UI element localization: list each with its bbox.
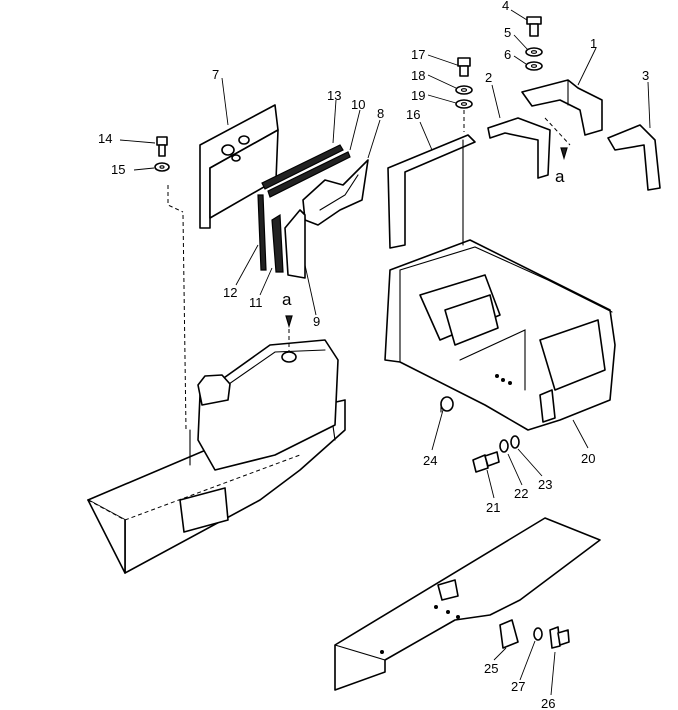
washer-part-6 — [525, 61, 543, 71]
callout-1: 1 — [590, 36, 597, 51]
bracket-part-25 — [499, 619, 519, 649]
washer-part-19 — [455, 99, 473, 109]
callout-27: 27 — [511, 679, 525, 694]
left-dash-lines — [167, 185, 290, 431]
callout-5: 5 — [504, 25, 511, 40]
callout-17: 17 — [411, 47, 425, 62]
washer-part-5 — [525, 47, 543, 57]
pin-a-left — [285, 315, 293, 329]
bracket-part-7 — [199, 104, 279, 229]
strip-part-10 — [267, 151, 351, 198]
bracket-part-8 — [302, 159, 369, 226]
bottom-frame — [334, 517, 601, 691]
callout-18: 18 — [411, 68, 425, 83]
callout-23: 23 — [538, 477, 552, 492]
callout-16: 16 — [406, 107, 420, 122]
callout-2: 2 — [485, 70, 492, 85]
callout-4: 4 — [502, 0, 509, 13]
callout-12: 12 — [223, 285, 237, 300]
bracket-part-1 — [521, 79, 603, 136]
washer-part-22 — [499, 439, 509, 453]
reference-letter-a-right: a — [555, 167, 565, 186]
bolt-part-26 — [549, 626, 570, 649]
callout-20: 20 — [581, 451, 595, 466]
callout-10: 10 — [351, 97, 365, 112]
bolt-part-21 — [472, 451, 500, 473]
fuel-tank — [197, 339, 339, 471]
callout-labels: 1 2 3 4 5 6 7 8 9 10 11 12 13 14 15 16 1… — [98, 0, 649, 710]
bracket-part-2 — [487, 117, 551, 179]
callout-21: 21 — [486, 500, 500, 515]
callout-8: 8 — [377, 106, 384, 121]
plate-part-16 — [387, 134, 476, 249]
callout-15: 15 — [111, 162, 125, 177]
washer-part-18 — [455, 85, 473, 95]
washer-part-15 — [154, 162, 170, 172]
strip-part-13 — [261, 144, 344, 190]
bolt-part-17 — [457, 57, 471, 77]
plate-part-9 — [284, 209, 306, 279]
leader-lines — [119, 9, 651, 696]
reference-letter-a-left: a — [282, 290, 292, 309]
pin-a-right — [544, 117, 571, 161]
callout-26: 26 — [541, 696, 555, 710]
cab-frame — [384, 239, 616, 431]
callout-22: 22 — [514, 486, 528, 501]
callout-7: 7 — [212, 67, 219, 82]
callout-14: 14 — [98, 131, 112, 146]
rail-part-11 — [271, 213, 284, 273]
callout-25: 25 — [484, 661, 498, 676]
callout-13: 13 — [327, 88, 341, 103]
callout-24: 24 — [423, 453, 437, 468]
washer-part-23 — [510, 435, 520, 449]
washer-part-27 — [533, 627, 543, 641]
bolt-part-4 — [526, 16, 542, 37]
callout-6: 6 — [504, 47, 511, 62]
callout-3: 3 — [642, 68, 649, 83]
rail-part-12 — [257, 194, 267, 271]
bolt-part-14 — [156, 136, 168, 157]
bracket-part-3 — [607, 124, 661, 191]
callout-9: 9 — [313, 314, 320, 329]
callout-11: 11 — [249, 295, 263, 310]
callout-19: 19 — [411, 88, 425, 103]
bushing-part-24 — [440, 396, 454, 413]
